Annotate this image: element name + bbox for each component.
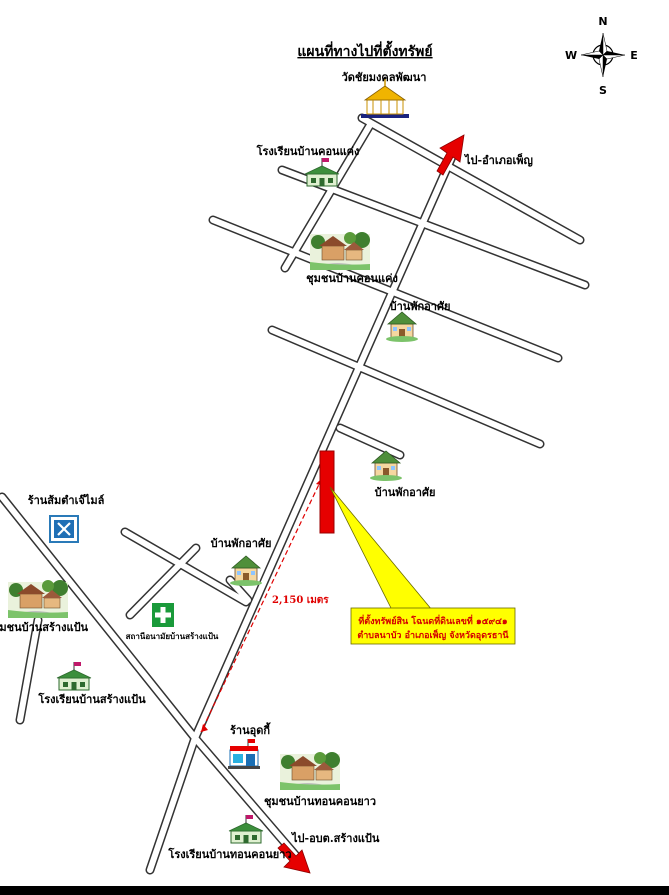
school-icon	[56, 661, 92, 691]
label-to-sao-sangpaen: ไป-อบต.สร้างแป้น	[290, 831, 380, 845]
label-house-1: บ้านพักอาศัย	[390, 300, 451, 313]
health-center-icon	[152, 603, 174, 627]
label-health-center: สถานีอนามัยบ้านสร้างแป้น	[126, 631, 219, 641]
callout-line-1: ที่ตั้งทรัพย์สิน โฉนดที่ดินเลขที่ ๑๕๙๔๑	[358, 614, 508, 627]
village-icon	[279, 751, 341, 791]
compass-west: W	[565, 49, 577, 62]
distance-label: 2,150 เมตร	[272, 595, 329, 606]
school-icon	[304, 157, 340, 187]
label-to-amphoe-phen: ไป-อำเภอเพ็ญ	[463, 153, 533, 167]
property-marker	[319, 450, 335, 534]
label-house-2: บ้านพักอาศัย	[375, 486, 436, 499]
house-icon	[385, 311, 419, 343]
callout-line-2: ตำบลนาบัว อำเภอเพ็ญ จังหวัดอุดรธานี	[357, 628, 509, 641]
bottom-border	[0, 886, 669, 895]
school-icon	[228, 814, 264, 844]
label-shop: ร้านอุดกี้	[230, 722, 271, 738]
shop-icon	[228, 739, 260, 769]
compass-north: N	[598, 15, 607, 28]
callout-pointer	[329, 486, 433, 611]
house-icon	[229, 555, 263, 587]
compass-east: E	[630, 49, 638, 62]
label-temple: วัดชัยมงคลพัฒนา	[342, 71, 427, 84]
compass-icon: N S E W	[565, 15, 638, 97]
distance-line	[200, 477, 323, 733]
map-title: แผนที่ทางไปที่ตั้งทรัพย์	[297, 40, 432, 60]
label-restaurant: ร้านส้มตำเจ๊ไมล์	[28, 493, 105, 507]
label-school-sangpaen: โรงเรียนบ้านสร้างแป้น	[37, 692, 146, 706]
label-community-thonkhonyao: ชุมชนบ้านทอนคอนยาว	[264, 795, 376, 809]
village-icon	[7, 579, 69, 619]
arrow-to-amphoe-phen	[436, 134, 465, 176]
label-house-3: บ้านพักอาศัย	[211, 537, 272, 550]
label-school-khonkaeng: โรงเรียนบ้านคอนแค่ง	[256, 144, 360, 158]
compass-south: S	[599, 84, 607, 97]
label-community-khonkaeng: ชุมชนบ้านคอนแค่ง	[306, 272, 398, 286]
callout-box	[350, 607, 516, 645]
restaurant-icon	[49, 515, 79, 543]
arrow-to-sao-sangpaen	[277, 842, 311, 874]
temple-icon	[361, 78, 409, 118]
label-school-thonkhonyao: โรงเรียนบ้านทอนคอนยาว	[167, 847, 291, 861]
village-icon	[309, 231, 371, 271]
label-community-sangpaen: ชุมชนบ้านสร้างแป้น	[0, 621, 89, 635]
